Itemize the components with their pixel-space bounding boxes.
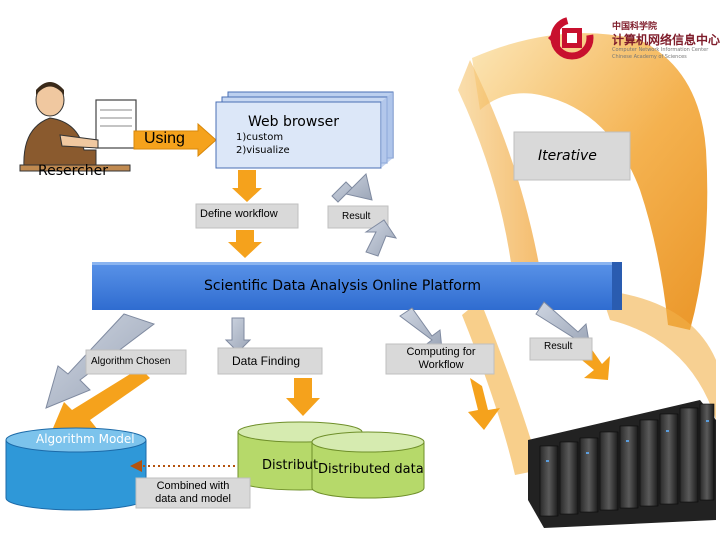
iterative-box	[513, 131, 631, 181]
platform-bar	[92, 262, 622, 310]
browser-line-custom: 1)custom	[236, 132, 284, 143]
logo-center-name: 计算机网络信息中心	[612, 33, 720, 47]
logo-en-line2: Chinese Academy of Sciences	[612, 54, 687, 60]
define-workflow-box	[195, 203, 299, 229]
researcher-label: Resercher	[38, 163, 109, 179]
browser-to-workflow-arrow	[232, 170, 262, 202]
result-to-browser-arrow	[331, 173, 373, 203]
distributed-data-cylinders	[237, 421, 425, 499]
using-label: Using	[144, 130, 185, 147]
result-right-label: Result	[544, 341, 573, 352]
data-finding-box	[217, 347, 323, 375]
computing-box	[385, 343, 495, 375]
computing-line1: Computing for	[406, 346, 476, 358]
result-right-box	[529, 337, 593, 361]
combined-line2: data and model	[155, 493, 231, 505]
algorithm-chosen-box	[85, 349, 187, 375]
web-browser-pages	[215, 91, 394, 169]
browser-line-visualize: 2)visualize	[236, 145, 290, 156]
supercomputer-icon	[528, 400, 716, 528]
platform-to-computing-arrow	[399, 307, 500, 430]
cnic-logo-mark	[548, 16, 594, 60]
distributed-back-label: Distribut	[262, 458, 319, 473]
platform-to-algorithm-arrow	[45, 313, 156, 440]
combined-box	[135, 477, 251, 509]
platform-to-datafinding-arrow	[224, 317, 320, 416]
using-arrow	[133, 122, 217, 158]
browser-title: Web browser	[248, 114, 339, 130]
platform-label: Scientific Data Analysis Online Platform	[204, 278, 481, 294]
workflow-to-platform-arrow	[228, 230, 262, 258]
result-top-box	[327, 205, 389, 229]
define-workflow-label: Define workflow	[200, 208, 278, 220]
distributed-front-label: Distributed data	[318, 462, 424, 477]
data-finding-label: Data Finding	[232, 354, 301, 368]
algorithm-model-cylinder	[5, 427, 147, 511]
logo-en-line1: Computer Network Information Center	[612, 47, 709, 53]
algorithm-model-label: Algorithm Model	[36, 432, 135, 446]
algorithm-chosen-label: Algorithm Chosen	[91, 356, 171, 367]
iterative-label: Iterative	[538, 148, 597, 164]
platform-to-result-arrow	[364, 219, 398, 257]
result-top-label: Result	[342, 211, 371, 222]
logo-cas-name: 中国科学院	[612, 22, 658, 32]
combined-line1: Combined with	[156, 480, 230, 492]
researcher-figure-icon	[19, 82, 137, 172]
computing-line2: Workflow	[418, 359, 464, 371]
